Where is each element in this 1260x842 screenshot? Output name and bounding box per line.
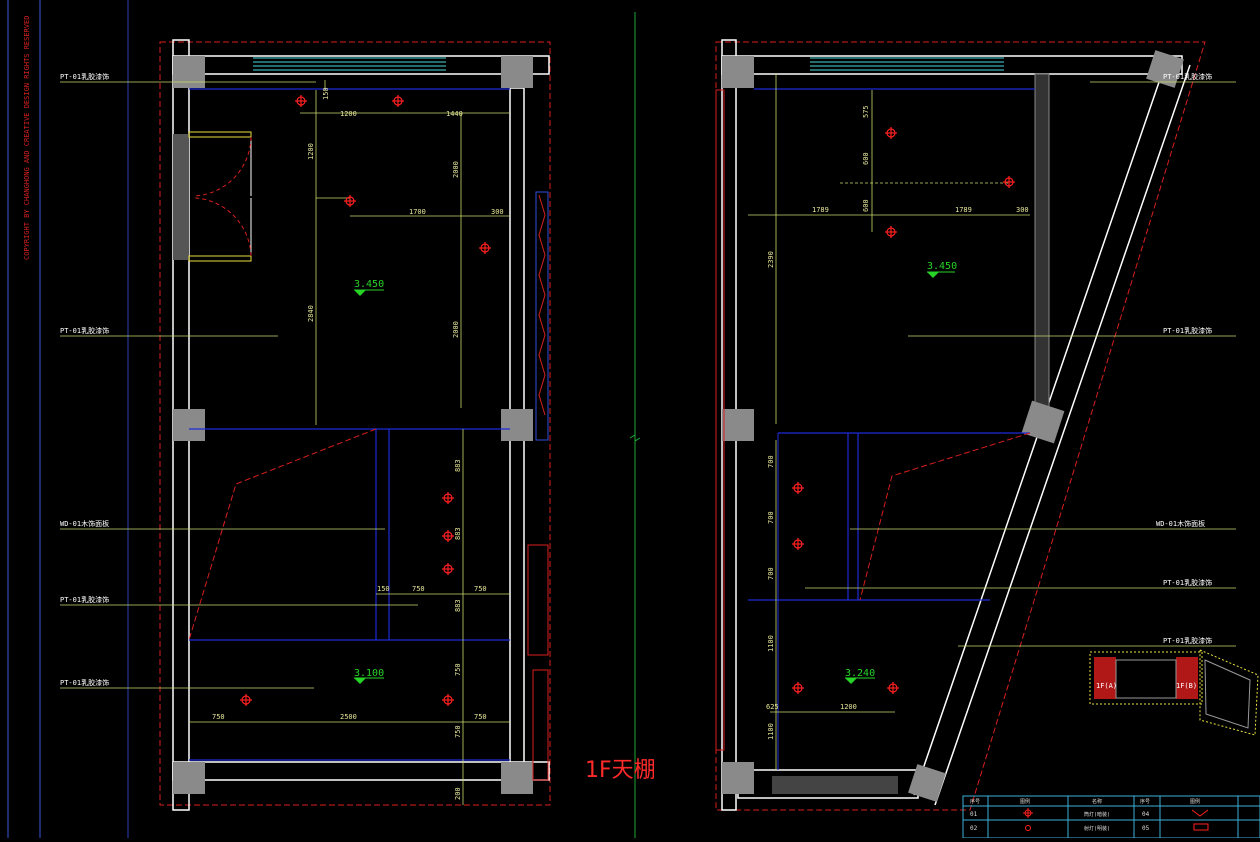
legend-name: 筒灯(暗装) [1084, 811, 1110, 818]
material-label: PT-01乳胶漆饰 [60, 678, 109, 687]
copyright-text: COPYRIGHT BY CHANGHONG AND CREATIVE DESI… [23, 16, 31, 260]
dim-text: 1789 [812, 206, 829, 214]
material-label: PT-01乳胶漆饰 [60, 326, 109, 335]
light-fixtures [792, 127, 1015, 694]
dim-text: 2840 [307, 305, 315, 322]
column [908, 764, 946, 802]
legend-no: 04 [1142, 811, 1150, 818]
dim-text: 750 [474, 713, 487, 721]
dim-text: 575 [862, 105, 870, 118]
dim-text: 883 [454, 527, 462, 540]
level-marker: 3.240 [845, 668, 875, 684]
material-label: PT-01乳胶漆饰 [1163, 578, 1212, 587]
legend-header: 序号 [970, 798, 980, 805]
dim-text: 300 [491, 208, 504, 216]
dim-text: 1100 [767, 635, 775, 652]
material-label: WD-01木饰面板 [1156, 519, 1205, 528]
dim-text: 600 [862, 152, 870, 165]
keyplan-label: 1F(B) [1176, 682, 1197, 690]
column [501, 409, 533, 441]
dim-text: 883 [454, 599, 462, 612]
drawing-title: 1F天棚 [585, 758, 656, 783]
dim-text: 1789 [955, 206, 972, 214]
right-ceiling-plan: PT-01乳胶漆饰 PT-01乳胶漆饰 WD-01木饰面板 PT-01乳胶漆饰 … [715, 39, 1236, 811]
dim-text: 150 [377, 585, 390, 593]
material-label: PT-01乳胶漆饰 [60, 595, 109, 604]
level-marker: 3.450 [354, 279, 384, 296]
column [722, 409, 754, 441]
legend-header: 名称 [1092, 798, 1102, 805]
column [173, 56, 205, 88]
column [1021, 400, 1065, 444]
dim-text: 2500 [340, 713, 357, 721]
dim-text: 750 [454, 725, 462, 738]
dim-text: 883 [454, 459, 462, 472]
keyplan-label: 1F(A) [1096, 682, 1117, 690]
double-door [173, 131, 252, 262]
dim-text: 600 [862, 199, 870, 212]
dim-text: 1200 [840, 703, 857, 711]
column [173, 409, 205, 441]
dim-text: 750 [212, 713, 225, 721]
level-marker: 3.100 [354, 668, 384, 684]
legend-header: 图例 [1020, 798, 1030, 805]
key-plan: 1F(A) 1F(B) [1089, 649, 1259, 736]
level-value: 3.240 [845, 668, 875, 679]
level-value: 3.450 [927, 261, 957, 272]
dim-text: 700 [767, 567, 775, 580]
dim-text: 1700 [409, 208, 426, 216]
legend-symbol-icon [1193, 823, 1209, 831]
column [501, 762, 533, 794]
column [501, 56, 533, 88]
material-label: WD-01木饰面板 [60, 519, 109, 528]
left-ceiling-plan: PT-01乳胶漆饰 PT-01乳胶漆饰 WD-01木饰面板 PT-01乳胶漆饰 … [60, 39, 551, 811]
level-marker: 3.450 [927, 261, 957, 278]
dim-text: 1200 [340, 110, 357, 118]
material-label: PT-01乳胶漆饰 [1163, 326, 1212, 335]
legend-table: 序号 图例 名称 序号 图例 01 筒灯(暗装) 04 02 射灯(明装) 05 [962, 795, 1260, 839]
dim-text: 700 [767, 455, 775, 468]
legend-fixture-icon [1023, 808, 1033, 831]
column [1146, 50, 1184, 88]
dim-text: 625 [766, 703, 779, 711]
level-value: 3.450 [354, 279, 384, 290]
dim-text: 1200 [307, 143, 315, 160]
legend-name: 射灯(明装) [1084, 825, 1110, 832]
light-fixtures [240, 95, 491, 706]
legend-no: 02 [970, 825, 978, 832]
column [722, 762, 754, 794]
material-label: PT-01乳胶漆饰 [1163, 72, 1212, 81]
material-label: PT-01乳胶漆饰 [1163, 636, 1212, 645]
window [253, 57, 446, 71]
material-label: PT-01乳胶漆饰 [60, 72, 109, 81]
legend-symbol-icon [1191, 809, 1209, 817]
dim-text: 1440 [446, 110, 463, 118]
dim-text: 150 [322, 87, 330, 100]
dim-text: 750 [454, 663, 462, 676]
column [173, 762, 205, 794]
dim-text: 2000 [452, 321, 460, 338]
dim-text: 750 [474, 585, 487, 593]
legend-header: 序号 [1140, 798, 1150, 805]
dim-text: 700 [767, 511, 775, 524]
legend-no: 05 [1142, 825, 1150, 832]
dim-text: 750 [412, 585, 425, 593]
dim-text: 1100 [767, 723, 775, 740]
dim-text: 2390 [767, 251, 775, 268]
column [722, 56, 754, 88]
dim-text: 200 [454, 787, 462, 800]
dim-text: 300 [1016, 206, 1029, 214]
dim-text: 2000 [452, 161, 460, 178]
legend-no: 01 [970, 811, 978, 818]
drawing-frame [7, 0, 641, 838]
level-value: 3.100 [354, 668, 384, 679]
legend-header: 图例 [1190, 798, 1200, 805]
